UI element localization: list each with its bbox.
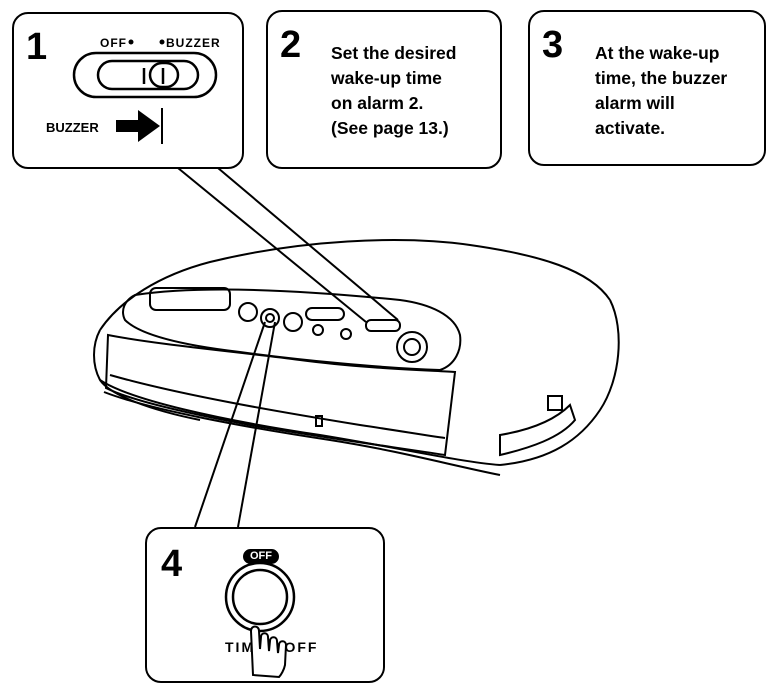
step-1-number: 1 (26, 26, 48, 68)
step-1-box: 1 OFF BUZZER BUZZER (12, 12, 244, 169)
leader-line-1a (177, 167, 367, 323)
radio-right-dome (499, 299, 620, 466)
radio-slide-switch-a (305, 307, 345, 321)
pressing-finger-icon (249, 625, 287, 678)
step-3-number: 3 (542, 24, 564, 66)
radio-button-b (283, 312, 303, 332)
step-3-line-3: alarm will (595, 93, 675, 113)
radio-slide-switch-b (365, 319, 401, 332)
radio-button-timer-off (260, 308, 280, 328)
buzzer-arrow-label: BUZZER (46, 120, 99, 135)
step-3-line-1: At the wake-up (595, 43, 720, 63)
radio-button-a (238, 302, 258, 322)
leader-line-4a (194, 321, 266, 528)
step-2-line-1: Set the desired (331, 43, 457, 63)
switch-buzzer-label: BUZZER (166, 36, 221, 50)
step-2-number: 2 (280, 24, 302, 66)
step-2-line-3: on alarm 2. (331, 93, 424, 113)
step-4-box: 4 OFF TIMER OFF (145, 527, 385, 683)
buzzer-slide-switch (72, 39, 217, 144)
step-3-box: 3 At the wake-up time, the buzzer alarm … (528, 10, 766, 166)
step-2-line-4: (See page 13.) (331, 118, 449, 138)
step-4-number: 4 (161, 543, 183, 585)
off-badge: OFF (243, 549, 279, 564)
radio-control-panel (122, 288, 462, 372)
radio-display-window (149, 287, 231, 311)
switch-off-label: OFF (100, 36, 127, 50)
radio-volume-knob (396, 331, 428, 363)
leader-line-1b (217, 167, 399, 321)
leader-line-4b (237, 321, 276, 528)
step-3-line-2: time, the buzzer (595, 68, 728, 88)
step-2-box: 2 Set the desired wake-up time on alarm … (266, 10, 502, 169)
step-2-line-2: wake-up time (331, 68, 442, 88)
radio-bottom-edge (99, 379, 501, 466)
arrow-right-icon (115, 109, 160, 142)
radio-front-face (104, 333, 457, 457)
radio-top-outline (99, 239, 611, 331)
step-3-line-4: activate. (595, 118, 666, 138)
radio-side-vent (499, 403, 577, 457)
